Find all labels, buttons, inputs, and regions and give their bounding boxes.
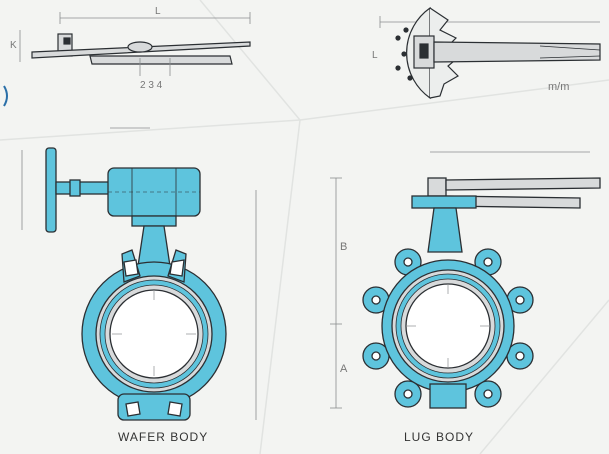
lug-body-drawing <box>330 151 601 409</box>
dim-label-top-left-K: K <box>10 40 17 51</box>
dim-label-lug-A: A <box>340 363 348 375</box>
top-lever-side-view <box>19 12 251 76</box>
dim-label-lug-B: B <box>340 241 347 253</box>
top-notch-plate <box>379 6 601 100</box>
dim-label-top-right-L: L <box>372 50 378 61</box>
dim-label-top-left-ticks: 2 3 4 <box>140 80 163 91</box>
edge-mark <box>3 85 8 107</box>
dim-label-top-right-mm: m/m <box>548 81 569 93</box>
wafer-body-drawing <box>21 127 257 421</box>
dim-label-top-left-L: L <box>155 6 161 17</box>
lug-body-caption: LUG BODY <box>404 430 475 444</box>
wafer-body-caption: WAFER BODY <box>118 430 209 444</box>
